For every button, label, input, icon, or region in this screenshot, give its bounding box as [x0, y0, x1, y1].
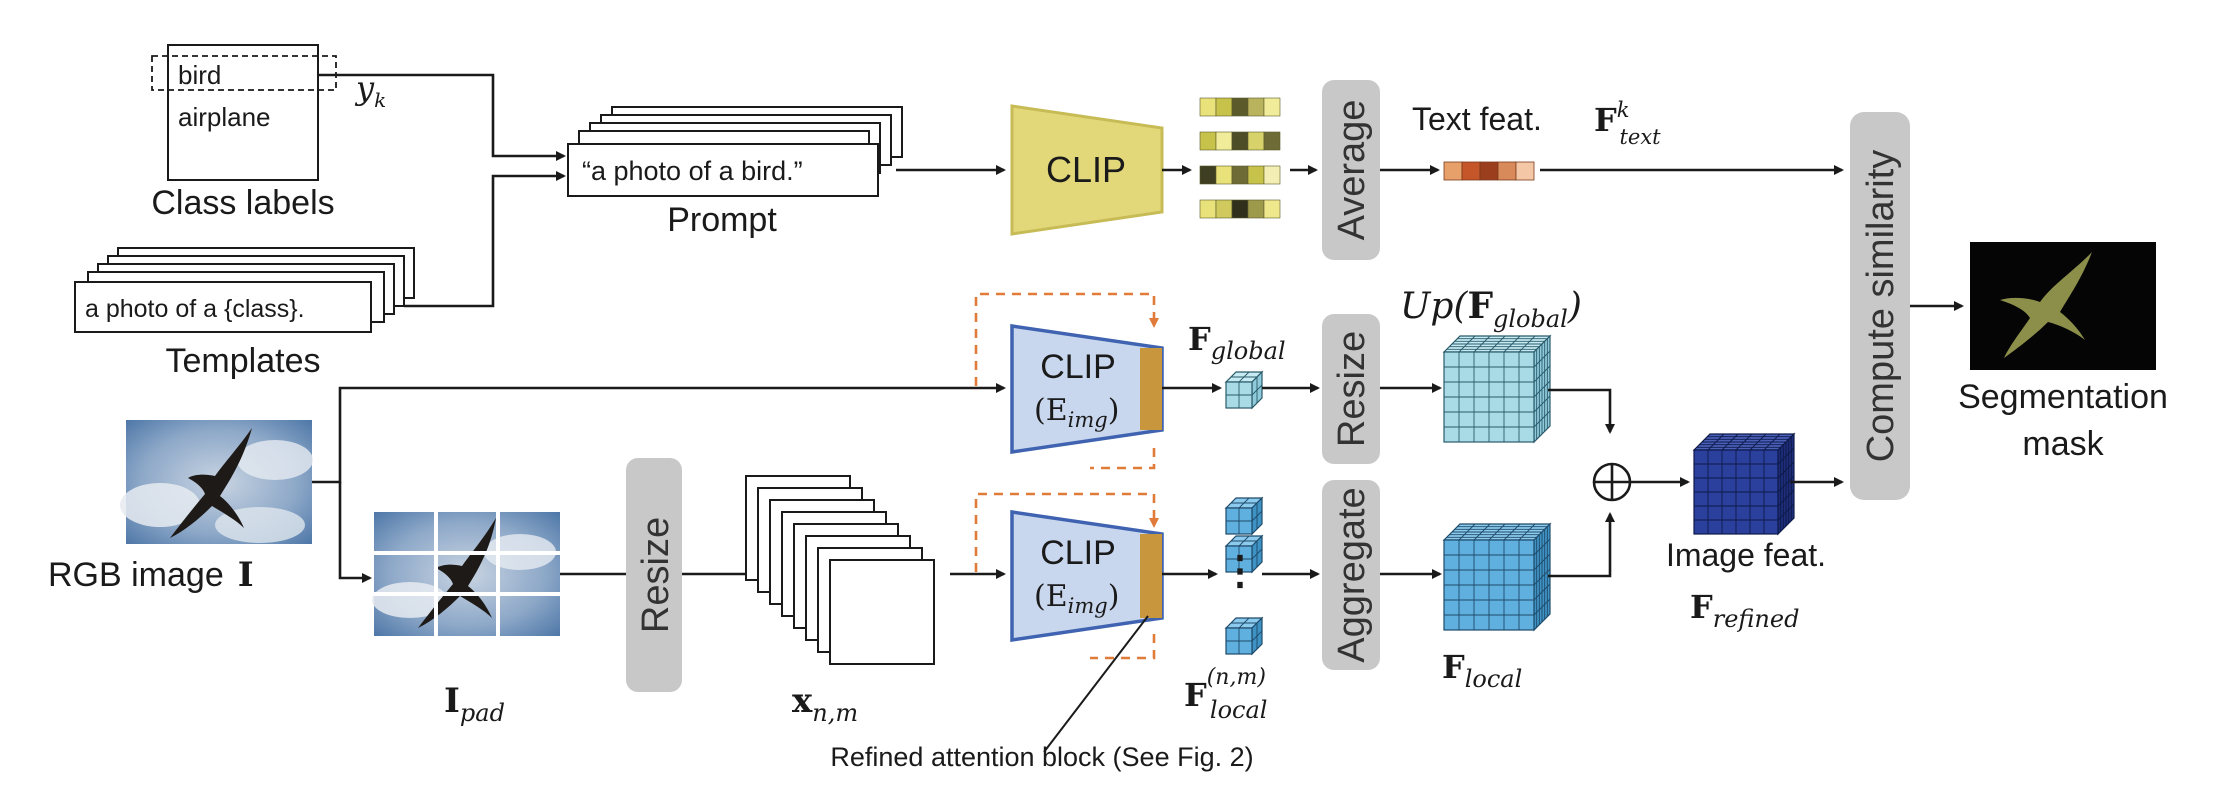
local-cubes-ellipsis: ⋮ [1220, 547, 1260, 594]
class-label-item: bird [178, 60, 221, 90]
refined-attention-note: Refined attention block (See Fig. 2) [830, 742, 1253, 772]
text-feature-cell [1479, 161, 1499, 181]
global-feature-cube [1224, 370, 1264, 410]
local-feature-cubes [1224, 496, 1264, 656]
feature-cube-cell-grid [1442, 522, 1552, 632]
clip-global-label: CLIP [1040, 348, 1116, 386]
segmentation-label-1: Segmentation [1958, 378, 2168, 416]
compute-similarity-block [1850, 112, 1910, 500]
text-feature-cell [1497, 161, 1517, 181]
text-embedding-row [1199, 199, 1281, 219]
refined-attention-pointer [1043, 615, 1149, 753]
resize-block-2 [1322, 314, 1380, 464]
clip-global-enc: (Eimg) [1034, 393, 1119, 432]
text-embedding-row [1199, 131, 1281, 151]
text-embeddings [1199, 97, 1281, 219]
resize-label-1: Resize [635, 517, 677, 633]
aggregate-block [1322, 480, 1380, 670]
text-embedding-row [1199, 97, 1281, 117]
text-embedding-row [1199, 165, 1281, 185]
rgb-image [120, 420, 313, 544]
text-feature-cell [1515, 161, 1535, 181]
local-attention-block [1140, 534, 1162, 618]
global-attention-block [1140, 348, 1162, 430]
templates-stack: a photo of a {class}. [74, 247, 415, 333]
aggregate-label: Aggregate [1331, 487, 1373, 662]
prompt-caption: Prompt [667, 201, 777, 239]
text-feature-vector [1443, 161, 1535, 181]
clip-text-label: CLIP [1046, 149, 1126, 190]
f-global-symbol: Fglobal [1188, 320, 1286, 365]
image-feat-label: Image feat. [1666, 537, 1826, 573]
class-labels-caption: Class labels [151, 184, 334, 222]
clip-image-encoder-global [1010, 323, 1164, 455]
i-pad-symbol: Ipad [444, 681, 505, 727]
resize-block-1 [626, 458, 682, 692]
feature-cube-cell-grid [1224, 496, 1264, 536]
text-feat-label: Text feat. [1412, 101, 1542, 137]
refined-feature-cube [1692, 432, 1796, 536]
class-label-item: airplane [178, 102, 271, 132]
local-feature-cube [1442, 522, 1552, 632]
crop-patch [829, 559, 935, 665]
feature-cube-cell-grid [1442, 334, 1552, 444]
segmentation-label-2: mask [2022, 425, 2104, 463]
template-text: a photo of a {class}. [85, 295, 305, 323]
upsampled-global-cube [1442, 334, 1552, 444]
yk-symbol: yk [354, 69, 386, 112]
crops-stack [745, 475, 935, 665]
resize-label-2: Resize [1331, 331, 1373, 447]
clip-local-enc: (Eimg) [1034, 579, 1119, 618]
feature-cube-cell-grid [1224, 616, 1264, 656]
prompt-stack: “a photo of a bird.” [567, 106, 903, 197]
f-refined-symbol: Frefined [1690, 588, 1799, 633]
average-label: Average [1331, 100, 1373, 241]
templates-caption: Templates [166, 342, 321, 380]
feature-cube-cell-grid [1224, 370, 1264, 410]
crops-symbol: xn,m [792, 681, 858, 727]
f-local-symbol: Flocal [1442, 648, 1522, 693]
padded-image-grid [372, 512, 560, 636]
compute-similarity-label: Compute similarity [1860, 150, 1902, 463]
average-block [1322, 80, 1380, 260]
feature-cube-cell-grid [1224, 534, 1264, 574]
text-feature-cell [1461, 161, 1481, 181]
clip-image-encoder-local [1010, 509, 1164, 643]
segmentation-mask [1970, 242, 2156, 370]
prompt-text: “a photo of a bird.” [582, 156, 803, 186]
feature-cube-cell-grid [1692, 432, 1796, 536]
clip-text-encoder [1010, 104, 1164, 236]
up-global-symbol: Up(Fglobal) [1400, 285, 1582, 333]
text-feature-cell [1443, 161, 1463, 181]
clip-local-label: CLIP [1040, 534, 1116, 572]
class-labels-box: bird airplane [151, 44, 337, 181]
f-local-nm-symbol: F(n,m)local [1184, 665, 1267, 724]
